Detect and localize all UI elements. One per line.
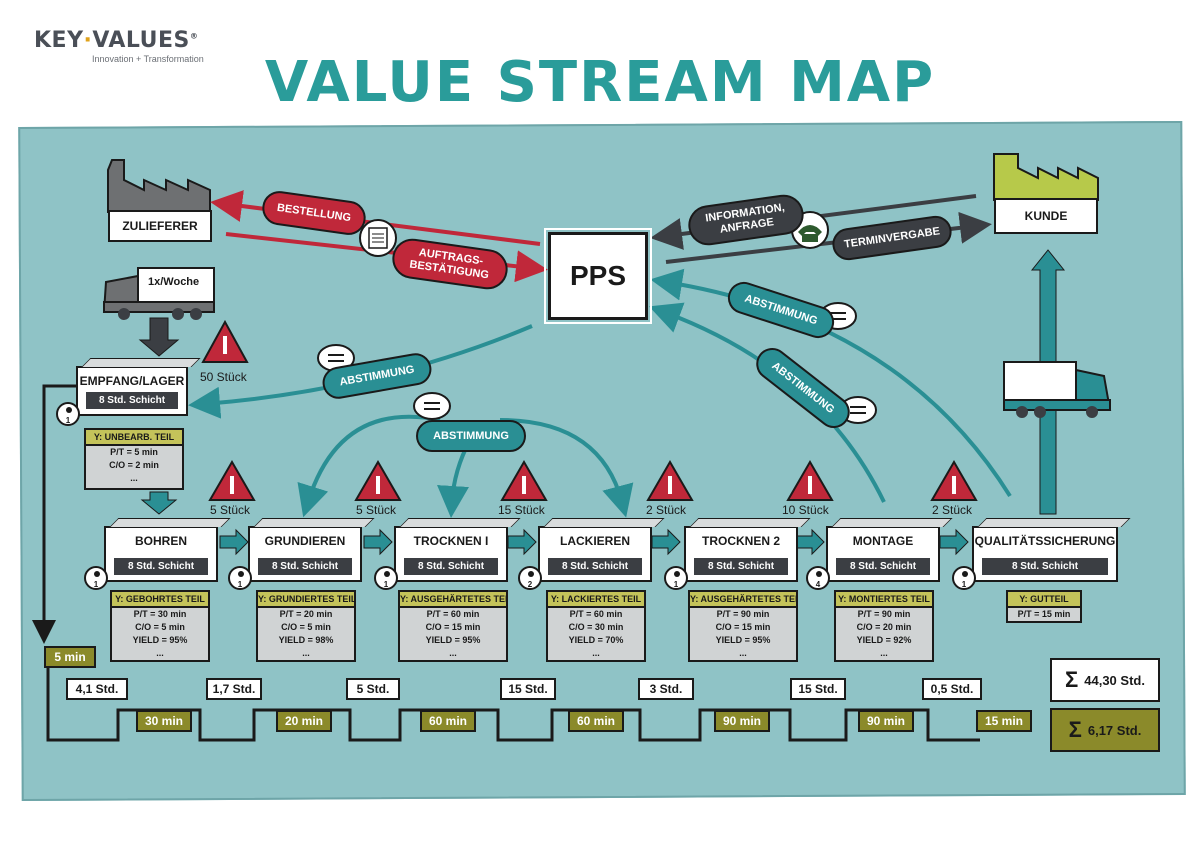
- document-icon: [359, 219, 397, 257]
- process-name: BOHREN: [134, 534, 187, 548]
- process-shift: 8 Std. Schicht: [114, 558, 208, 575]
- process-time-box: 15 min: [976, 710, 1032, 732]
- process-empfang-lager: EMPFANG/LAGER 8 Std. Schicht: [76, 366, 188, 416]
- lead-time-box: 15 Std.: [790, 678, 846, 700]
- pps-box: PPS: [544, 228, 652, 324]
- process-name: QUALITÄTSSICHERUNG: [974, 534, 1116, 548]
- process-name: TROCKNEN 2: [701, 534, 780, 548]
- logo-text: KEY·VALUES®: [34, 28, 199, 53]
- page-title: VALUE STREAM MAP: [264, 50, 936, 115]
- operator-icon: 1: [228, 566, 252, 590]
- supplier-box: ZULIEFERER: [108, 210, 212, 242]
- process-time-box: 60 min: [568, 710, 624, 732]
- process-time-box: 5 min: [44, 646, 96, 668]
- process-box: QUALITÄTSSICHERUNG 8 Std. Schicht: [972, 526, 1118, 582]
- logo: KEY·VALUES® Innovation + Transformation: [34, 28, 204, 64]
- inventory-label: 5 Stück: [356, 503, 397, 517]
- inbound-truck-icon: [102, 267, 215, 320]
- lead-time-box: 3 Std.: [638, 678, 694, 700]
- data-box-empfang: Y: UNBEARB. TEIL P/T = 5 min C/O = 2 min…: [84, 428, 184, 490]
- outbound-truck-icon: [1003, 361, 1112, 418]
- lead-time-box: 0,5 Std.: [922, 678, 982, 700]
- process-name: GRUNDIEREN: [264, 534, 346, 548]
- lead-time-box: 4,1 Std.: [66, 678, 128, 700]
- sigma-icon: Σ: [1068, 717, 1082, 742]
- operator-icon: 1: [374, 566, 398, 590]
- inventory-label: 10 Stück: [782, 503, 829, 517]
- process-time-box: 30 min: [136, 710, 192, 732]
- process-box: BOHREN 8 Std. Schicht: [104, 526, 218, 582]
- customer-factory-icon: [993, 153, 1099, 201]
- process-box: TROCKNEN I 8 Std. Schicht: [394, 526, 508, 582]
- process-shift: 8 Std. Schicht: [836, 558, 930, 575]
- lead-time-box: 1,7 Std.: [206, 678, 262, 700]
- process-shift: 8 Std. Schicht: [694, 558, 788, 575]
- process-box: GRUNDIEREN 8 Std. Schicht: [248, 526, 362, 582]
- logo-subtitle: Innovation + Transformation: [92, 54, 204, 64]
- process-shift: 8 Std. Schicht: [548, 558, 642, 575]
- process-box: TROCKNEN 2 8 Std. Schicht: [684, 526, 798, 582]
- inventory-label-empfang: 50 Stück: [200, 370, 247, 384]
- process-shift: 8 Std. Schicht: [982, 558, 1108, 575]
- process-time-box: 60 min: [420, 710, 476, 732]
- process-box: MONTAGE 8 Std. Schicht: [826, 526, 940, 582]
- process-shift: 8 Std. Schicht: [258, 558, 352, 575]
- operator-icon: 1: [664, 566, 688, 590]
- process-time-box: 90 min: [714, 710, 770, 732]
- operator-icon: 4: [806, 566, 830, 590]
- operator-icon: 1: [56, 402, 80, 426]
- inventory-label: 2 Stück: [646, 503, 687, 517]
- process-shift: 8 Std. Schicht: [404, 558, 498, 575]
- supplier-factory-icon: [107, 159, 211, 213]
- inventory-label: 2 Stück: [932, 503, 973, 517]
- process-name: LACKIEREN: [559, 534, 630, 548]
- lead-time-box: 5 Std.: [346, 678, 400, 700]
- inbound-truck-label: 1x/Woche: [148, 276, 200, 288]
- operator-icon: 1: [952, 566, 976, 590]
- process-name: MONTAGE: [852, 534, 914, 548]
- process-name: TROCKNEN I: [413, 534, 489, 548]
- sigma-icon: Σ: [1065, 667, 1079, 692]
- abstimmung-pill-2: ABSTIMMUNG: [416, 420, 526, 452]
- operator-icon: 1: [84, 566, 108, 590]
- inventory-label: 15 Stück: [498, 503, 545, 517]
- inventory-label: 5 Stück: [210, 503, 251, 517]
- process-time-box: 20 min: [276, 710, 332, 732]
- customer-box: KUNDE: [994, 198, 1098, 234]
- operator-icon: 2: [518, 566, 542, 590]
- process-time-box: 90 min: [858, 710, 914, 732]
- lead-time-box: 15 Std.: [500, 678, 556, 700]
- process-box: LACKIEREN 8 Std. Schicht: [538, 526, 652, 582]
